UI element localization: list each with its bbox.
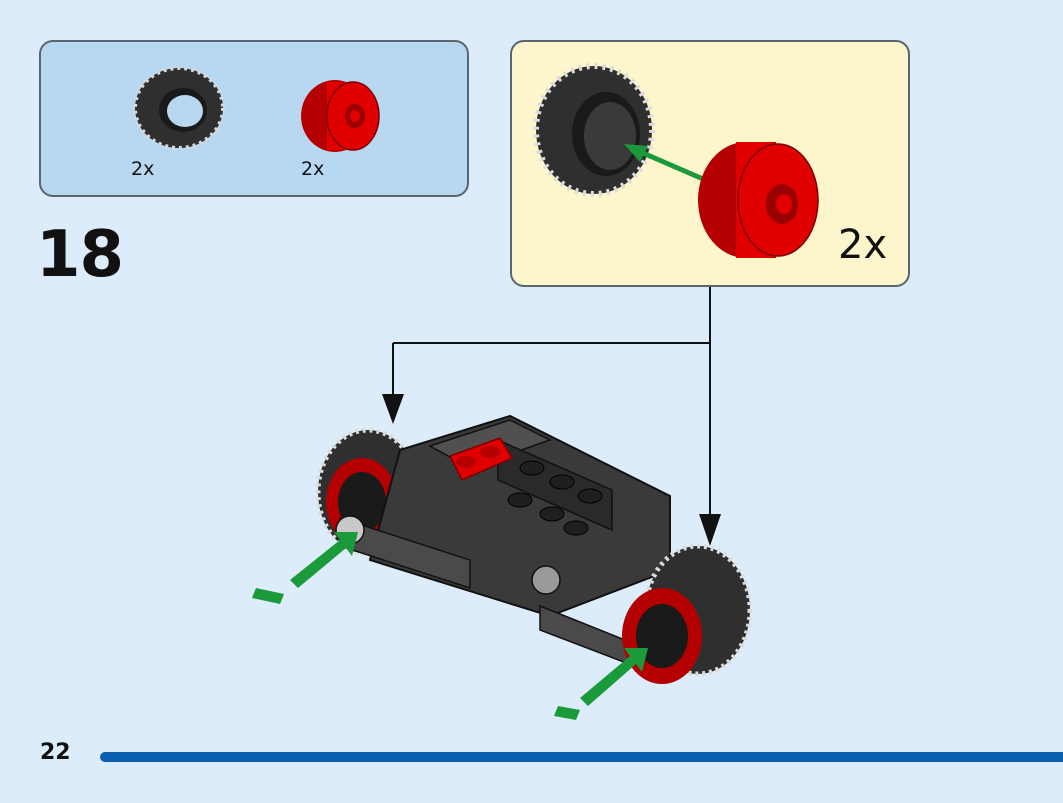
motorbike-model-illustration — [252, 414, 753, 720]
tire-part-icon — [133, 66, 225, 150]
tire-quantity: 2x — [131, 158, 155, 180]
green-push-arrow-left-icon — [252, 532, 358, 604]
subassembly-quantity: 2x — [838, 222, 888, 268]
green-insert-arrow-icon — [624, 144, 711, 185]
arrow-head-right-icon — [699, 514, 721, 546]
green-push-arrow-right-icon — [554, 648, 648, 720]
wheel-rim-part-icon — [301, 80, 380, 152]
wheel-rim-icon — [698, 142, 819, 258]
subassembly-illustration — [533, 63, 819, 258]
step-number: 18 — [36, 218, 124, 292]
subassembly-box: 2x — [510, 40, 910, 287]
arrow-head-left-icon — [382, 394, 404, 424]
page-number: 22 — [40, 740, 71, 765]
parts-list-box: 2x 2x — [39, 40, 469, 197]
chassis-icon — [335, 414, 671, 674]
page-progress-bar — [100, 752, 1063, 762]
front-wheel-icon — [622, 543, 753, 684]
wheel-rim-quantity: 2x — [301, 158, 325, 180]
tire-icon — [533, 63, 655, 197]
